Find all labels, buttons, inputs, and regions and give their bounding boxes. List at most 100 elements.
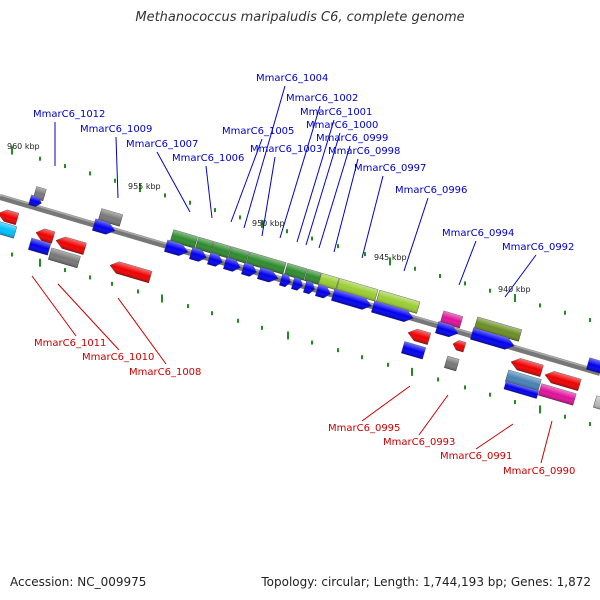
gene-shading: [538, 383, 577, 406]
gene-mmarc6-1003-b[interactable]: [241, 262, 258, 278]
callout-line: [540, 420, 553, 464]
gene-mmarc6-1011[interactable]: [54, 235, 87, 255]
gene-mmarc6-1001-b[interactable]: [279, 273, 292, 288]
gene-shading: [28, 195, 42, 207]
gene-label-mmarc6-1005[interactable]: MmarC6_1005: [222, 126, 294, 137]
accession-text: Accession: NC_009975: [10, 575, 147, 589]
gene-label-mmarc6-1008[interactable]: MmarC6_1008: [129, 367, 201, 378]
gene-label-mmarc6-0992[interactable]: MmarC6_0992: [502, 242, 574, 253]
callout-line: [458, 240, 477, 286]
genome-summary-text: Topology: circular; Length: 1,744,193 bp…: [261, 575, 591, 589]
gene-label-mmarc6-1007[interactable]: MmarC6_1007: [126, 139, 198, 150]
callout-line: [117, 297, 167, 365]
gene-mmarc6-0998-b[interactable]: [315, 283, 332, 299]
gene-mmarc6-0992[interactable]: [474, 316, 523, 342]
gene-mmarc6-1009-arrow[interactable]: [92, 218, 116, 237]
gene-shading: [110, 261, 152, 283]
gene-mmarc6-0995[interactable]: [406, 327, 432, 345]
gene-shading: [246, 251, 287, 275]
callout-line: [318, 145, 351, 249]
gene-edge-gene-left[interactable]: [0, 220, 18, 239]
gene-label-mmarc6-1006[interactable]: MmarC6_1006: [172, 153, 244, 164]
gene-shading: [56, 236, 87, 255]
gene-shading: [470, 327, 515, 350]
gene-mmarc6-1002[interactable]: [284, 262, 308, 281]
gene-edge-gene-right-gray[interactable]: [593, 395, 600, 410]
gene-mmarc6-0990[interactable]: [538, 383, 577, 406]
gene-label-mmarc6-1009[interactable]: MmarC6_1009: [80, 124, 152, 135]
callout-line: [230, 138, 263, 223]
gene-label-mmarc6-1012[interactable]: MmarC6_1012: [33, 109, 105, 120]
gene-mmarc6-1010-b[interactable]: [28, 237, 52, 256]
gene-mmarc6-0996-b[interactable]: [371, 300, 415, 324]
callout-line: [57, 283, 120, 351]
gene-label-mmarc6-0995[interactable]: MmarC6_0995: [328, 423, 400, 434]
gene-label-mmarc6-1002[interactable]: MmarC6_1002: [286, 93, 358, 104]
gene-label-mmarc6-0991[interactable]: MmarC6_0991: [440, 451, 512, 462]
gene-label-mmarc6-0996[interactable]: MmarC6_0996: [395, 185, 467, 196]
gene-shading: [336, 278, 379, 302]
gene-mmarc6-1005-b[interactable]: [207, 252, 224, 268]
gene-shading: [92, 218, 116, 235]
map-title: Methanococcus maripaludis C6, complete g…: [135, 10, 465, 25]
gene-edge-gene-right[interactable]: [586, 357, 600, 374]
gene-mmarc6-1004-b[interactable]: [223, 256, 242, 273]
gene-mmarc6-0991-r[interactable]: [509, 356, 544, 377]
gene-mmarc6-0997[interactable]: [376, 289, 421, 314]
gene-label-mmarc6-0997[interactable]: MmarC6_0997: [354, 163, 426, 174]
gene-mmarc6-0991[interactable]: [543, 369, 582, 392]
gene-shading: [444, 356, 460, 371]
gene-shading: [0, 221, 17, 239]
gene-label-mmarc6-1001[interactable]: MmarC6_1001: [300, 107, 372, 118]
gene-mmarc6-0993[interactable]: [452, 339, 467, 353]
callout-line: [333, 158, 359, 253]
gene-shading: [511, 358, 544, 377]
gene-mmarc6-0999-b[interactable]: [303, 280, 316, 295]
gene-mmarc6-1013[interactable]: [0, 208, 20, 226]
callout-line: [475, 423, 514, 450]
gene-label-mmarc6-1004[interactable]: MmarC6_1004: [256, 73, 328, 84]
gene-label-mmarc6-0994[interactable]: MmarC6_0994: [442, 228, 514, 239]
gene-shading: [304, 269, 322, 285]
gene-shading: [315, 284, 331, 299]
gene-mmarc6-1007-b[interactable]: [164, 239, 189, 258]
gene-label-mmarc6-1011[interactable]: MmarC6_1011: [34, 338, 106, 349]
gene-mmarc6-1001[interactable]: [304, 268, 322, 285]
gene-label-mmarc6-1000[interactable]: MmarC6_1000: [306, 120, 378, 131]
gene-shading: [408, 329, 431, 345]
gene-shading: [586, 357, 600, 374]
gene-mmarc6-0997-b[interactable]: [331, 288, 373, 312]
callout-line: [261, 156, 276, 237]
gene-mmarc6-1012-arrow[interactable]: [28, 194, 43, 208]
gene-label-mmarc6-0999[interactable]: MmarC6_0999: [316, 133, 388, 144]
callout-line: [156, 151, 191, 213]
gene-shading: [331, 288, 372, 310]
gene-label-mmarc6-1010[interactable]: MmarC6_1010: [82, 352, 154, 363]
gene-mmarc6-1006-b[interactable]: [189, 247, 208, 263]
gene-mmarc6-1000-b[interactable]: [291, 276, 304, 291]
gene-shading: [435, 321, 459, 337]
gene-mmarc6-0994-b[interactable]: [435, 321, 459, 339]
gene-shading: [279, 273, 291, 287]
gene-mmarc6-0993-g[interactable]: [444, 355, 460, 372]
gene-mmarc6-1010[interactable]: [48, 247, 81, 269]
gene-shading: [376, 290, 420, 314]
gene-shading: [223, 257, 241, 272]
gene-shading: [0, 209, 19, 225]
gene-mmarc6-0990-b[interactable]: [503, 381, 539, 399]
gene-shading: [401, 341, 426, 360]
gene-label-mmarc6-0998[interactable]: MmarC6_0998: [328, 146, 400, 157]
gene-mmarc6-1006[interactable]: [195, 236, 214, 254]
gene-shading: [207, 252, 223, 267]
gene-mmarc6-1008[interactable]: [108, 260, 153, 284]
gene-label-mmarc6-1003[interactable]: MmarC6_1003: [250, 144, 322, 155]
gene-shading: [371, 300, 414, 322]
gene-label-mmarc6-0993[interactable]: MmarC6_0993: [383, 437, 455, 448]
gene-shading: [164, 239, 189, 256]
gene-label-mmarc6-0990[interactable]: MmarC6_0990: [503, 466, 575, 477]
gene-mmarc6-1011-r[interactable]: [34, 227, 56, 244]
gene-mmarc6-0995-b[interactable]: [401, 341, 427, 360]
gene-mmarc6-0992-b[interactable]: [470, 327, 516, 352]
gene-mmarc6-1002-b[interactable]: [257, 266, 280, 284]
